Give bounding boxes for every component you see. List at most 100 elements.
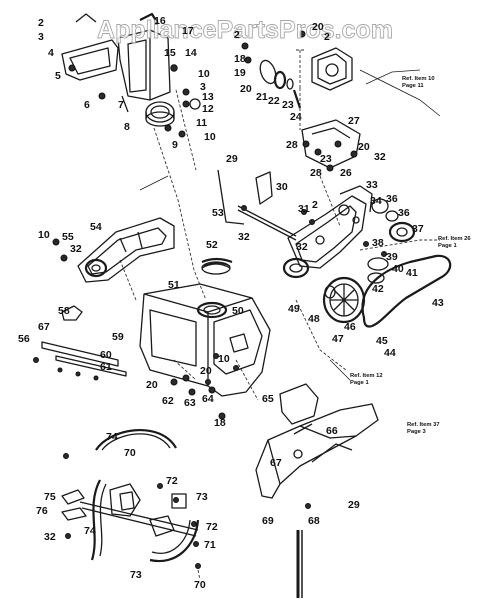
ref-item-26-line2: Page 1: [438, 243, 457, 249]
reference-note-item-26: Ref. Item 26 Page 1: [438, 236, 471, 249]
callout-72: 72: [166, 475, 178, 487]
callout-22: 22: [268, 95, 280, 107]
callout-15: 15: [164, 47, 176, 59]
callout-56: 56: [18, 333, 30, 345]
ref-item-10-line1: Ref. Item 10: [402, 76, 435, 82]
callout-43: 43: [432, 297, 444, 309]
callout-53: 53: [212, 207, 224, 219]
reference-note-item-12: Ref. Item 12 Page 1: [350, 373, 383, 386]
callout-18: 18: [214, 417, 226, 429]
callout-69: 69: [262, 515, 274, 527]
callout-38: 38: [372, 237, 384, 249]
callout-33: 33: [366, 179, 378, 191]
skid-shoe: [61, 305, 83, 321]
chute-flange: [201, 257, 233, 267]
callout-14: 14: [185, 47, 197, 59]
callout-5: 5: [55, 70, 61, 82]
callout-11: 11: [196, 117, 207, 129]
callout-58: 58: [58, 305, 70, 317]
callout-70: 70: [124, 447, 136, 459]
part-number-callouts: 2 3 4 16 17 15 14 5 10 6 7 3 13 12 8 11 …: [18, 15, 444, 591]
callout-2: 2: [234, 29, 240, 41]
callout-41: 41: [406, 267, 418, 279]
callout-42: 42: [372, 283, 384, 295]
callout-55: 55: [62, 231, 74, 243]
callout-17: 17: [182, 25, 194, 37]
callout-32: 32: [374, 151, 386, 163]
callout-18: 18: [234, 53, 246, 65]
belt-cover-assembly: [61, 12, 201, 138]
callout-48: 48: [308, 313, 320, 325]
callout-74: 74: [106, 431, 118, 443]
chute-deflector: [255, 383, 379, 509]
callout-36: 36: [386, 193, 398, 205]
callout-67: 67: [270, 457, 282, 469]
callout-32: 32: [296, 241, 308, 253]
shift-rod-bracket: [237, 171, 297, 241]
ref-item-37-line1: Ref. Item 37: [407, 422, 440, 428]
callout-2: 2: [38, 17, 44, 29]
auger-drive-belt: [361, 254, 452, 328]
callout-76: 76: [36, 505, 48, 517]
gear-housing: [201, 169, 245, 275]
small-hardware-center: [170, 374, 226, 420]
callout-2: 2: [324, 31, 330, 43]
callout-52: 52: [206, 239, 218, 251]
callout-72: 72: [206, 521, 218, 533]
callout-2: 2: [312, 199, 318, 211]
callout-75: 75: [44, 491, 56, 503]
callout-9: 9: [172, 139, 178, 151]
callout-66: 66: [326, 425, 338, 437]
callout-7: 7: [118, 99, 124, 111]
callout-20: 20: [240, 83, 252, 95]
callout-39: 39: [386, 251, 398, 263]
ref-item-12-line1: Ref. Item 12: [350, 373, 383, 379]
callout-20: 20: [312, 21, 324, 33]
callout-10: 10: [204, 131, 216, 143]
callout-36b: 36: [398, 207, 410, 219]
callout-67: 67: [38, 321, 50, 333]
callout-49: 49: [288, 303, 300, 315]
callout-31: 31: [298, 203, 310, 215]
callout-21: 21: [256, 91, 268, 103]
callout-28: 28: [286, 139, 298, 151]
callout-29: 29: [348, 499, 360, 511]
callout-54: 54: [90, 221, 102, 233]
callout-3: 3: [200, 81, 206, 93]
callout-26: 26: [340, 167, 352, 179]
callout-12: 12: [202, 103, 214, 115]
ref-item-26-line1: Ref. Item 26: [438, 236, 471, 242]
callout-3: 3: [38, 31, 44, 43]
callout-65: 65: [262, 393, 274, 405]
callout-10: 10: [198, 68, 210, 80]
shaft-rod: [296, 530, 303, 598]
large-drive-pulley: [322, 276, 366, 324]
callout-68: 68: [308, 515, 320, 527]
callout-10: 10: [218, 353, 230, 365]
callout-24: 24: [290, 111, 302, 123]
upper-bracket-assembly: [301, 119, 361, 172]
callout-61: 61: [100, 361, 112, 373]
callout-13: 13: [202, 91, 214, 103]
idler-pulleys: [363, 198, 416, 284]
callout-32: 32: [70, 243, 82, 255]
callout-32: 32: [238, 231, 250, 243]
callout-73: 73: [196, 491, 208, 503]
auger-assembly: [61, 428, 201, 581]
callout-74: 74: [84, 525, 96, 537]
callout-27: 27: [348, 115, 360, 127]
callout-30: 30: [276, 181, 288, 193]
callout-59: 59: [112, 331, 124, 343]
callout-10: 10: [38, 229, 50, 241]
pulley-assembly: [145, 101, 175, 127]
callout-60: 60: [100, 349, 112, 361]
callout-20: 20: [200, 365, 212, 377]
callout-20: 20: [146, 379, 158, 391]
callout-28: 28: [310, 167, 322, 179]
reference-note-item-10: Ref. Item 10 Page 11: [402, 76, 435, 89]
auger-housing: [139, 283, 271, 397]
ref-item-12-line2: Page 1: [350, 380, 369, 386]
callout-64: 64: [202, 393, 214, 405]
callout-19: 19: [234, 67, 246, 79]
